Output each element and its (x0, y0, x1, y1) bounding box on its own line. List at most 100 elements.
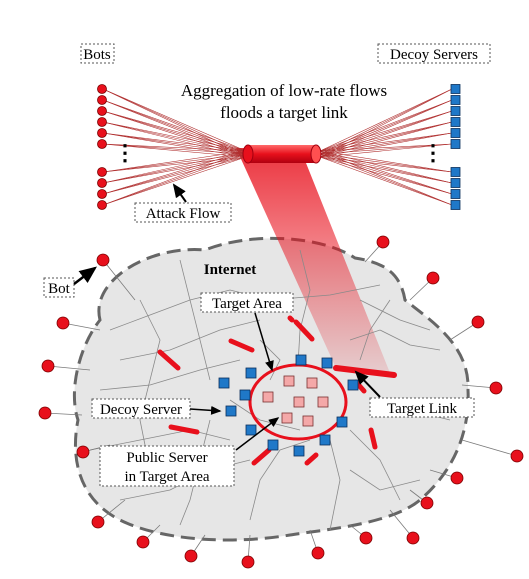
flow-line (319, 153, 453, 195)
flow-line (319, 110, 453, 158)
target-link-arrow (354, 370, 381, 398)
flow-line (102, 153, 247, 173)
flow-line (102, 121, 247, 155)
network-link (109, 284, 381, 331)
flow-line (319, 156, 453, 173)
congested-link (368, 427, 378, 450)
network-link (89, 429, 231, 451)
target-link-label: Target Link (387, 401, 457, 417)
bot-link (461, 439, 518, 457)
network-link (249, 439, 311, 521)
bots-label: Bots (83, 47, 111, 63)
decoy-node (295, 354, 307, 366)
bot-node (97, 200, 107, 210)
decoy-node (450, 128, 461, 138)
flow-line (102, 156, 247, 173)
flow-line (319, 156, 453, 206)
bot-node (97, 178, 107, 188)
decoy-node (225, 405, 237, 417)
bot-node (510, 449, 524, 463)
bot-node (359, 531, 373, 545)
flow-line (102, 150, 247, 173)
flow-line (319, 150, 453, 173)
bot-node (426, 271, 440, 285)
public-server-label-line1: Public Server (126, 450, 207, 466)
flow-line (319, 121, 453, 155)
public-server-node (306, 377, 318, 389)
decoy-node (450, 106, 461, 116)
flow-line (102, 99, 247, 155)
attack-flow-arrow (172, 183, 187, 203)
bot-node (56, 316, 70, 330)
flow-line (102, 110, 247, 155)
network-link (139, 299, 161, 471)
flow-line (102, 110, 247, 158)
congested-link (304, 452, 319, 466)
attack-flows (102, 88, 453, 206)
flow-line (319, 150, 453, 206)
network-link (229, 399, 301, 431)
bot-node (184, 549, 198, 563)
flow-line (102, 99, 247, 158)
flow-line (319, 110, 453, 155)
bot-node (97, 95, 107, 105)
public-server-node (262, 391, 274, 403)
bot-node (97, 117, 107, 127)
decoy-nodes (218, 84, 461, 457)
network-links (89, 249, 451, 531)
bot-node (311, 546, 325, 560)
public-server-node (302, 415, 314, 427)
flow-line (319, 143, 453, 155)
aggregation-caption-line2: floods a target link (220, 103, 348, 122)
flow-line (102, 153, 247, 195)
flow-line (102, 156, 247, 206)
flow-line (319, 110, 453, 152)
bot-node (97, 84, 107, 94)
flow-line (102, 99, 247, 152)
decoy-node (450, 139, 461, 149)
public-server-label-line2: in Target Area (124, 469, 209, 485)
flow-line (102, 143, 247, 158)
internet-label: Internet (204, 262, 257, 278)
decoy-node (450, 189, 461, 199)
bot-label: Bot (48, 281, 71, 297)
decoy-node (321, 357, 333, 369)
bot-node (97, 167, 107, 177)
flow-line (319, 143, 453, 152)
flow-line (102, 156, 247, 184)
bot-link (102, 259, 136, 301)
flow-line (319, 88, 453, 158)
bot-node (97, 189, 107, 199)
flow-line (102, 132, 247, 155)
flow-line (102, 88, 247, 152)
flow-line (319, 121, 453, 152)
decoy-node (293, 445, 305, 457)
bot-node (471, 315, 485, 329)
decoy-server-label: Decoy Server (100, 402, 182, 418)
aggregation-caption-line1: Aggregation of low-rate flows (181, 81, 387, 100)
decoy-node (450, 117, 461, 127)
bot-link (47, 365, 91, 371)
flow-line (319, 132, 453, 158)
congested-link (251, 447, 272, 466)
flow-line (102, 143, 247, 152)
network-link (99, 359, 241, 391)
flow-line (319, 88, 453, 155)
bot-node (97, 128, 107, 138)
public-server-node (293, 396, 305, 408)
flow-line (319, 143, 453, 158)
decoy-node (267, 439, 279, 451)
flow-line (319, 99, 453, 155)
decoy-node (450, 167, 461, 177)
network-link (259, 339, 281, 381)
decoy-server-arrow (189, 405, 222, 415)
network-link (349, 329, 441, 351)
flow-line (319, 88, 453, 152)
flow-line (102, 132, 247, 158)
decoy-node (239, 389, 251, 401)
decoy-node (347, 379, 359, 391)
congested-link (293, 319, 315, 342)
bot-node (489, 381, 503, 395)
flow-line (319, 150, 453, 195)
